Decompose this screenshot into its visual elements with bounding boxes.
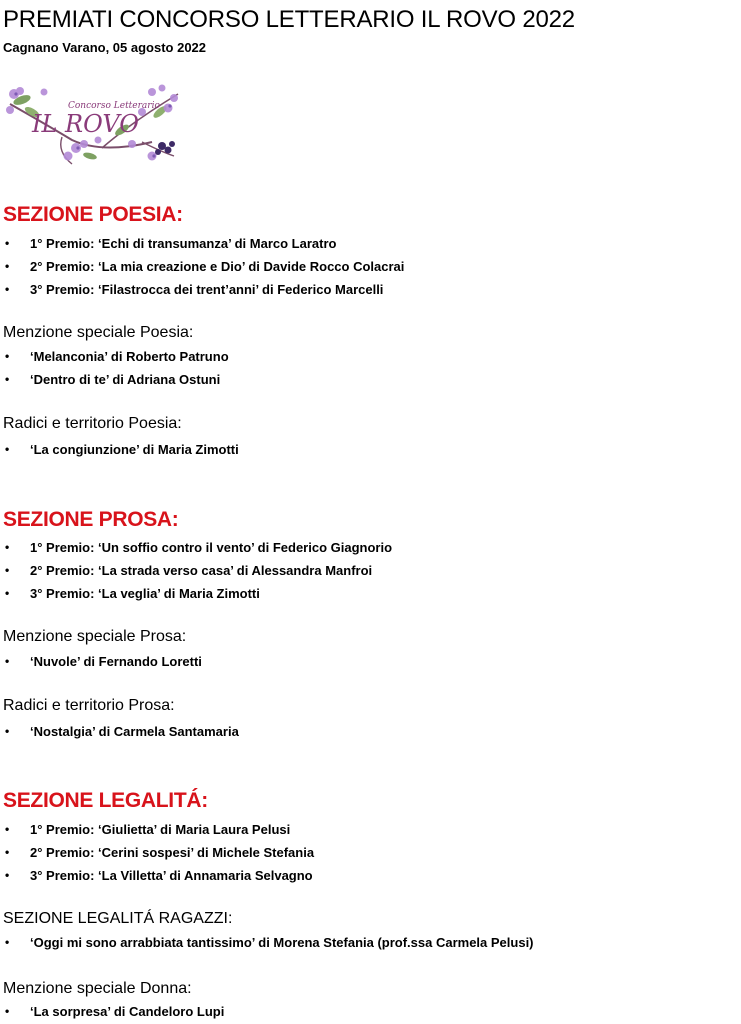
subsection-title-radici-prosa: Radici e territorio Prosa:	[3, 697, 175, 714]
bullet-icon: •	[5, 372, 10, 386]
bullet-icon: •	[5, 586, 10, 600]
bullet-icon: •	[5, 563, 10, 577]
bullet-icon: •	[5, 442, 10, 456]
bullet-icon: •	[5, 282, 10, 296]
subsection-title-menzione-poesia: Menzione speciale Poesia:	[3, 324, 194, 341]
logo-small-text: Concorso Letterario	[68, 101, 160, 111]
page-subtitle: Cagnano Varano, 05 agosto 2022	[3, 40, 207, 55]
bullet-icon: •	[5, 236, 10, 250]
bullet-icon: •	[5, 868, 10, 882]
subsection-title-menzione-prosa: Menzione speciale Prosa:	[3, 628, 187, 645]
il-rovo-logo: Concorso Letterario IL ROVO	[2, 82, 192, 172]
subsection-title-legalita-ragazzi: SEZIONE LEGALITÁ RAGAZZI:	[3, 910, 233, 927]
logo-big-text: IL ROVO	[31, 110, 139, 138]
section-title-prosa: SEZIONE PROSA:	[3, 508, 179, 531]
subsection-title-radici-poesia: Radici e territorio Poesia:	[3, 415, 182, 432]
page-title: PREMIATI CONCORSO LETTERARIO IL ROVO 202…	[3, 6, 575, 33]
subsection-title-menzione-donna: Menzione speciale Donna:	[3, 980, 192, 997]
logo-graphic: Concorso Letterario IL ROVO	[6, 84, 179, 165]
bullet-icon: •	[5, 259, 10, 273]
bullet-icon: •	[5, 935, 10, 949]
section-title-legalita: SEZIONE LEGALITÁ:	[3, 789, 208, 812]
bullet-icon: •	[5, 654, 10, 668]
bullet-icon: •	[5, 540, 10, 554]
bullet-icon: •	[5, 822, 10, 836]
bullet-icon: •	[5, 724, 10, 738]
bullet-icon: •	[5, 845, 10, 859]
bullet-icon: •	[5, 349, 10, 363]
bullet-icon: •	[5, 1004, 10, 1018]
section-title-poesia: SEZIONE POESIA:	[3, 203, 183, 226]
